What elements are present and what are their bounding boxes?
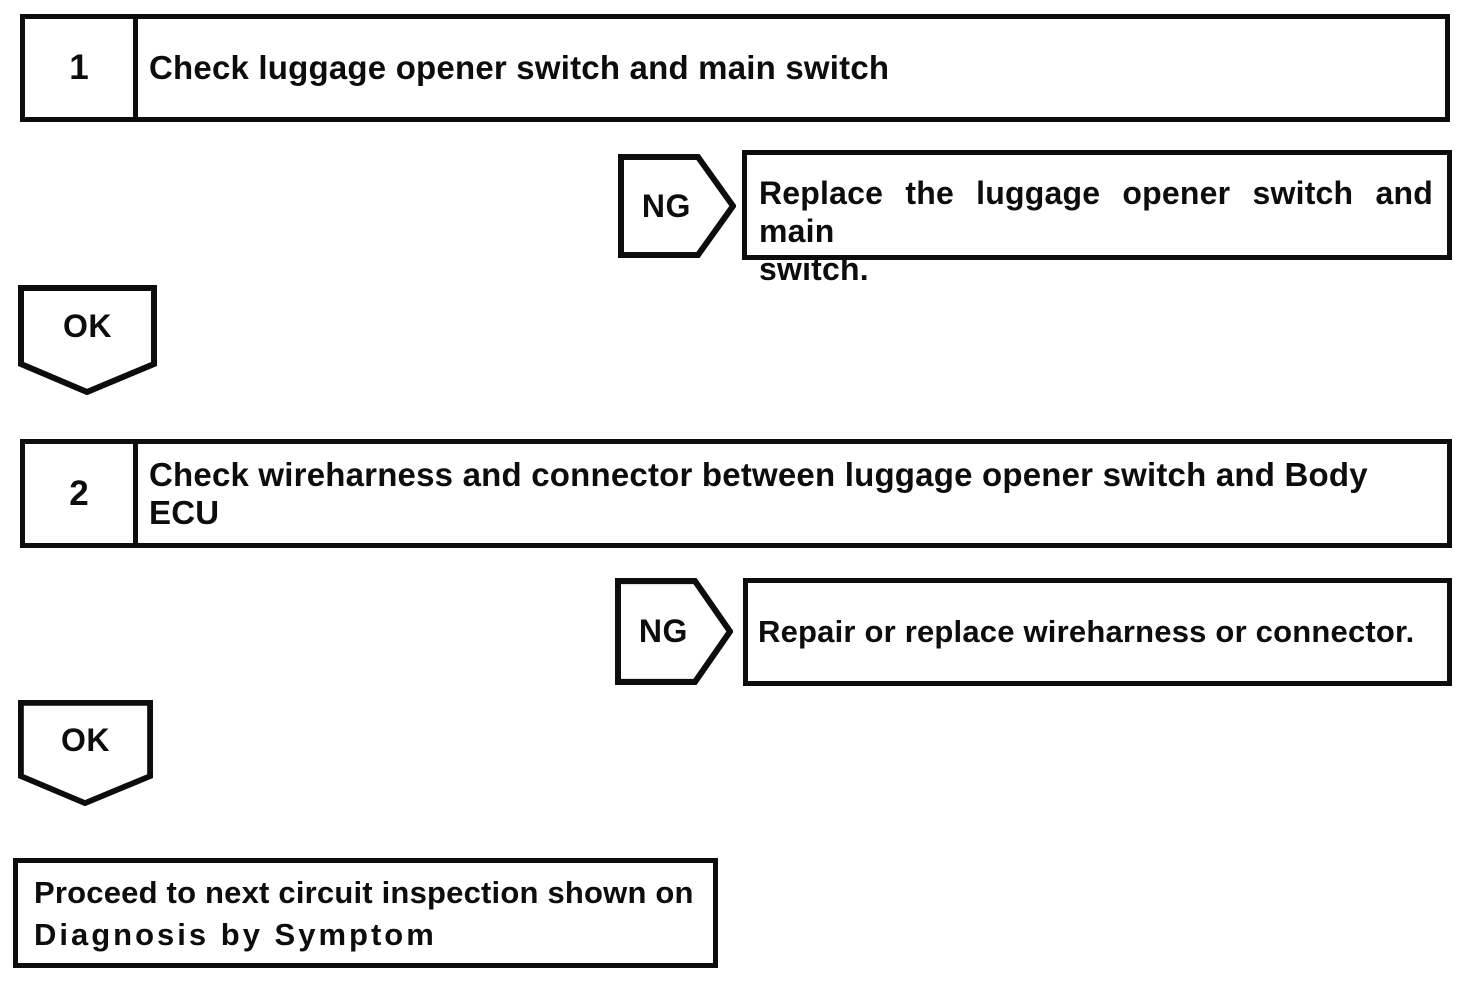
ok-arrow-2: OK: [18, 700, 153, 806]
ng-action-1-line-1: Replace the luggage opener switch and ma…: [759, 175, 1433, 249]
terminal-line-2: Diagnosis by Symptom: [34, 917, 437, 952]
ok-1-label: OK: [63, 308, 112, 345]
ok-pentagon-icon: [18, 700, 153, 806]
ng-action-1-line-2: switch.: [759, 251, 869, 287]
ng-action-2-box: Repair or replace wireharness or connect…: [743, 578, 1452, 686]
ng-pentagon-icon: [618, 154, 736, 258]
ng-action-1-box: Replace the luggage opener switch and ma…: [742, 150, 1452, 287]
ng-1-label: NG: [641, 187, 691, 224]
ok-pentagon-icon: [18, 285, 157, 395]
step-2-title-line-2: ECU: [149, 493, 220, 531]
step-1-box: 1 Check luggage opener switch and main s…: [20, 14, 1450, 122]
ng-arrow-2: NG: [615, 578, 733, 685]
step-2-number: 2: [25, 444, 138, 543]
step-1-title-text: Check luggage opener switch and main swi…: [149, 49, 890, 86]
step-2-title-line-1: Check wireharness and connector between …: [149, 455, 1368, 493]
ng-pentagon-icon: [615, 578, 733, 685]
step-2-box: 2 Check wireharness and connector betwee…: [20, 439, 1452, 548]
ng-action-2-text: Repair or replace wireharness or connect…: [758, 614, 1415, 649]
ng-arrow-1: NG: [618, 154, 736, 258]
ng-2-label: NG: [638, 613, 688, 649]
terminal-line-1: Proceed to next circuit inspection shown…: [34, 875, 694, 910]
terminal-box: Proceed to next circuit inspection shown…: [13, 858, 718, 968]
ok-2-label: OK: [61, 721, 110, 758]
ok-arrow-1: OK: [18, 285, 157, 395]
step-1-number: 1: [25, 19, 138, 117]
step-1-title: Check luggage opener switch and main swi…: [138, 19, 1445, 117]
step-2-title: Check wireharness and connector between …: [138, 444, 1447, 543]
